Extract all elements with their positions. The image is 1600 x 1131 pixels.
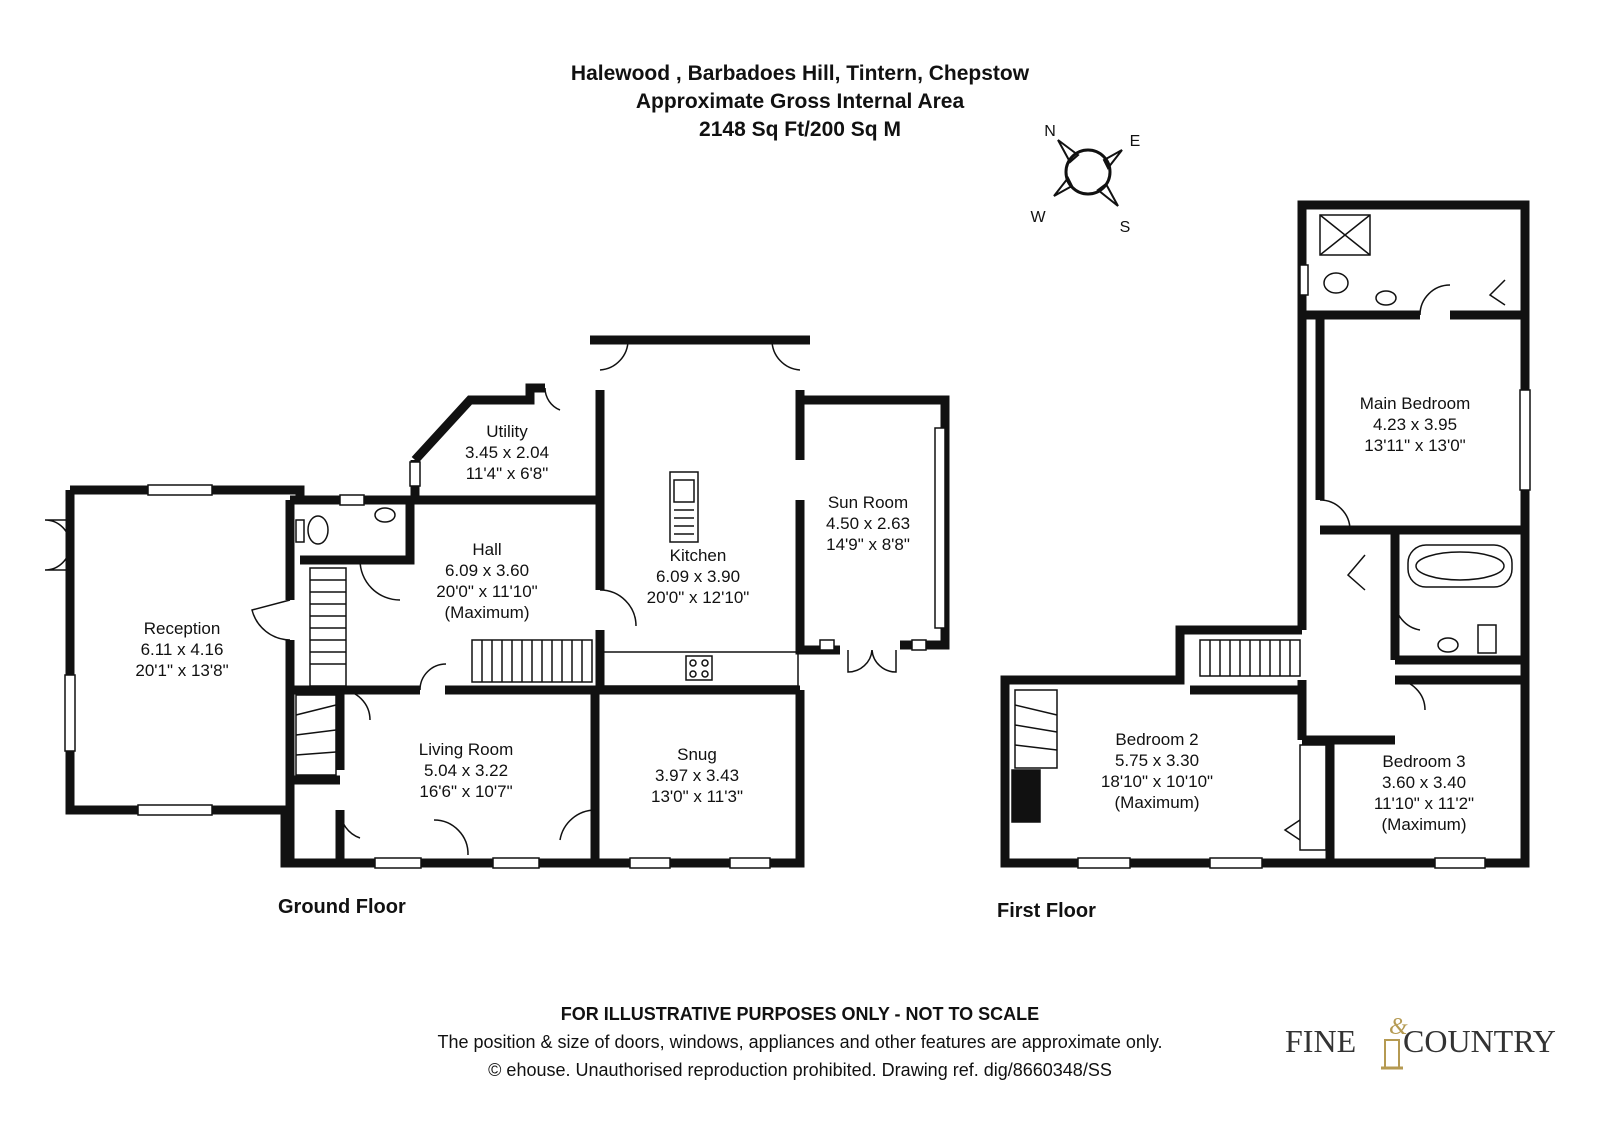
room-bedroom3-metric: 3.60 x 3.40 — [1382, 773, 1466, 792]
room-hall-metric: 6.09 x 3.60 — [445, 561, 529, 580]
room-snug-imperial: 13'0" x 11'3" — [651, 787, 743, 806]
compass-n: N — [1044, 123, 1056, 140]
plan-subtitle: Approximate Gross Internal Area — [635, 90, 965, 113]
copyright: © ehouse. Unauthorised reproduction proh… — [488, 1060, 1112, 1080]
ground-floor-label: Ground Floor — [278, 896, 406, 918]
room-living-metric: 5.04 x 3.22 — [424, 761, 508, 780]
fine-country-logo: FINE & COUNTRY — [1285, 1014, 1556, 1070]
first-floor-label: First Floor — [997, 900, 1096, 922]
ground-floor-details — [44, 339, 946, 869]
room-bedroom2-name: Bedroom 2 — [1115, 730, 1198, 749]
room-bedroom2: Bedroom 2 5.75 x 3.30 18'10" x 10'10" (M… — [1101, 730, 1213, 812]
room-kitchen-imperial: 20'0" x 12'10" — [647, 588, 750, 607]
room-reception: Reception 6.11 x 4.16 20'1" x 13'8" — [135, 619, 228, 680]
room-hall: Hall 6.09 x 3.60 20'0" x 11'10" (Maximum… — [436, 540, 537, 622]
room-mainbedroom-imperial: 13'11" x 13'0" — [1364, 436, 1465, 455]
logo-pillar-icon — [1384, 1039, 1400, 1069]
room-hall-note: (Maximum) — [445, 603, 530, 622]
room-hall-name: Hall — [472, 540, 501, 559]
compass-e: E — [1130, 133, 1141, 150]
room-sunroom: Sun Room 4.50 x 2.63 14'9" x 8'8" — [826, 493, 910, 554]
room-living-imperial: 16'6" x 10'7" — [419, 782, 512, 801]
logo-country: COUNTRY — [1403, 1023, 1556, 1059]
room-mainbedroom-metric: 4.23 x 3.95 — [1373, 415, 1457, 434]
room-bedroom3: Bedroom 3 3.60 x 3.40 11'10" x 11'2" (Ma… — [1374, 752, 1474, 834]
room-bedroom2-metric: 5.75 x 3.30 — [1115, 751, 1199, 770]
plan-area: 2148 Sq Ft/200 Sq M — [699, 118, 901, 141]
compass-s: S — [1120, 219, 1131, 236]
room-utility-name: Utility — [486, 422, 528, 441]
room-snug: Snug 3.97 x 3.43 13'0" x 11'3" — [651, 745, 743, 806]
first-floor-walls — [1000, 200, 1530, 868]
footer-note: The position & size of doors, windows, a… — [437, 1032, 1163, 1052]
plan-title: Halewood , Barbadoes Hill, Tintern, Chep… — [570, 62, 1030, 85]
room-utility-imperial: 11'4" x 6'8" — [466, 464, 549, 483]
room-sunroom-metric: 4.50 x 2.63 — [826, 514, 910, 533]
logo-amp: & — [1389, 1014, 1408, 1040]
room-snug-metric: 3.97 x 3.43 — [655, 766, 739, 785]
room-reception-name: Reception — [144, 619, 221, 638]
first-floor-details — [1011, 214, 1531, 869]
room-kitchen: Kitchen 6.09 x 3.90 20'0" x 12'10" — [647, 546, 750, 607]
room-kitchen-name: Kitchen — [670, 546, 727, 565]
room-snug-name: Snug — [677, 745, 717, 764]
room-living: Living Room 5.04 x 3.22 16'6" x 10'7" — [419, 740, 514, 801]
room-reception-metric: 6.11 x 4.16 — [141, 640, 224, 659]
logo-fine: FINE — [1285, 1023, 1356, 1059]
room-hall-imperial: 20'0" x 11'10" — [436, 582, 537, 601]
room-sunroom-imperial: 14'9" x 8'8" — [826, 535, 910, 554]
room-bedroom3-note: (Maximum) — [1382, 815, 1467, 834]
compass-w: W — [1030, 209, 1046, 226]
room-utility: Utility 3.45 x 2.04 11'4" x 6'8" — [465, 422, 549, 483]
disclaimer: FOR ILLUSTRATIVE PURPOSES ONLY - NOT TO … — [560, 1004, 1040, 1024]
room-utility-metric: 3.45 x 2.04 — [465, 443, 549, 462]
room-kitchen-metric: 6.09 x 3.90 — [656, 567, 740, 586]
compass-icon: N E S W — [1030, 123, 1140, 236]
room-mainbedroom: Main Bedroom 4.23 x 3.95 13'11" x 13'0" — [1360, 394, 1471, 455]
room-bedroom3-name: Bedroom 3 — [1382, 752, 1465, 771]
room-sunroom-name: Sun Room — [828, 493, 908, 512]
room-mainbedroom-name: Main Bedroom — [1360, 394, 1471, 413]
room-bedroom2-note: (Maximum) — [1115, 793, 1200, 812]
room-reception-imperial: 20'1" x 13'8" — [135, 661, 228, 680]
room-bedroom3-imperial: 11'10" x 11'2" — [1374, 794, 1474, 813]
room-living-name: Living Room — [419, 740, 514, 759]
room-bedroom2-imperial: 18'10" x 10'10" — [1101, 772, 1213, 791]
